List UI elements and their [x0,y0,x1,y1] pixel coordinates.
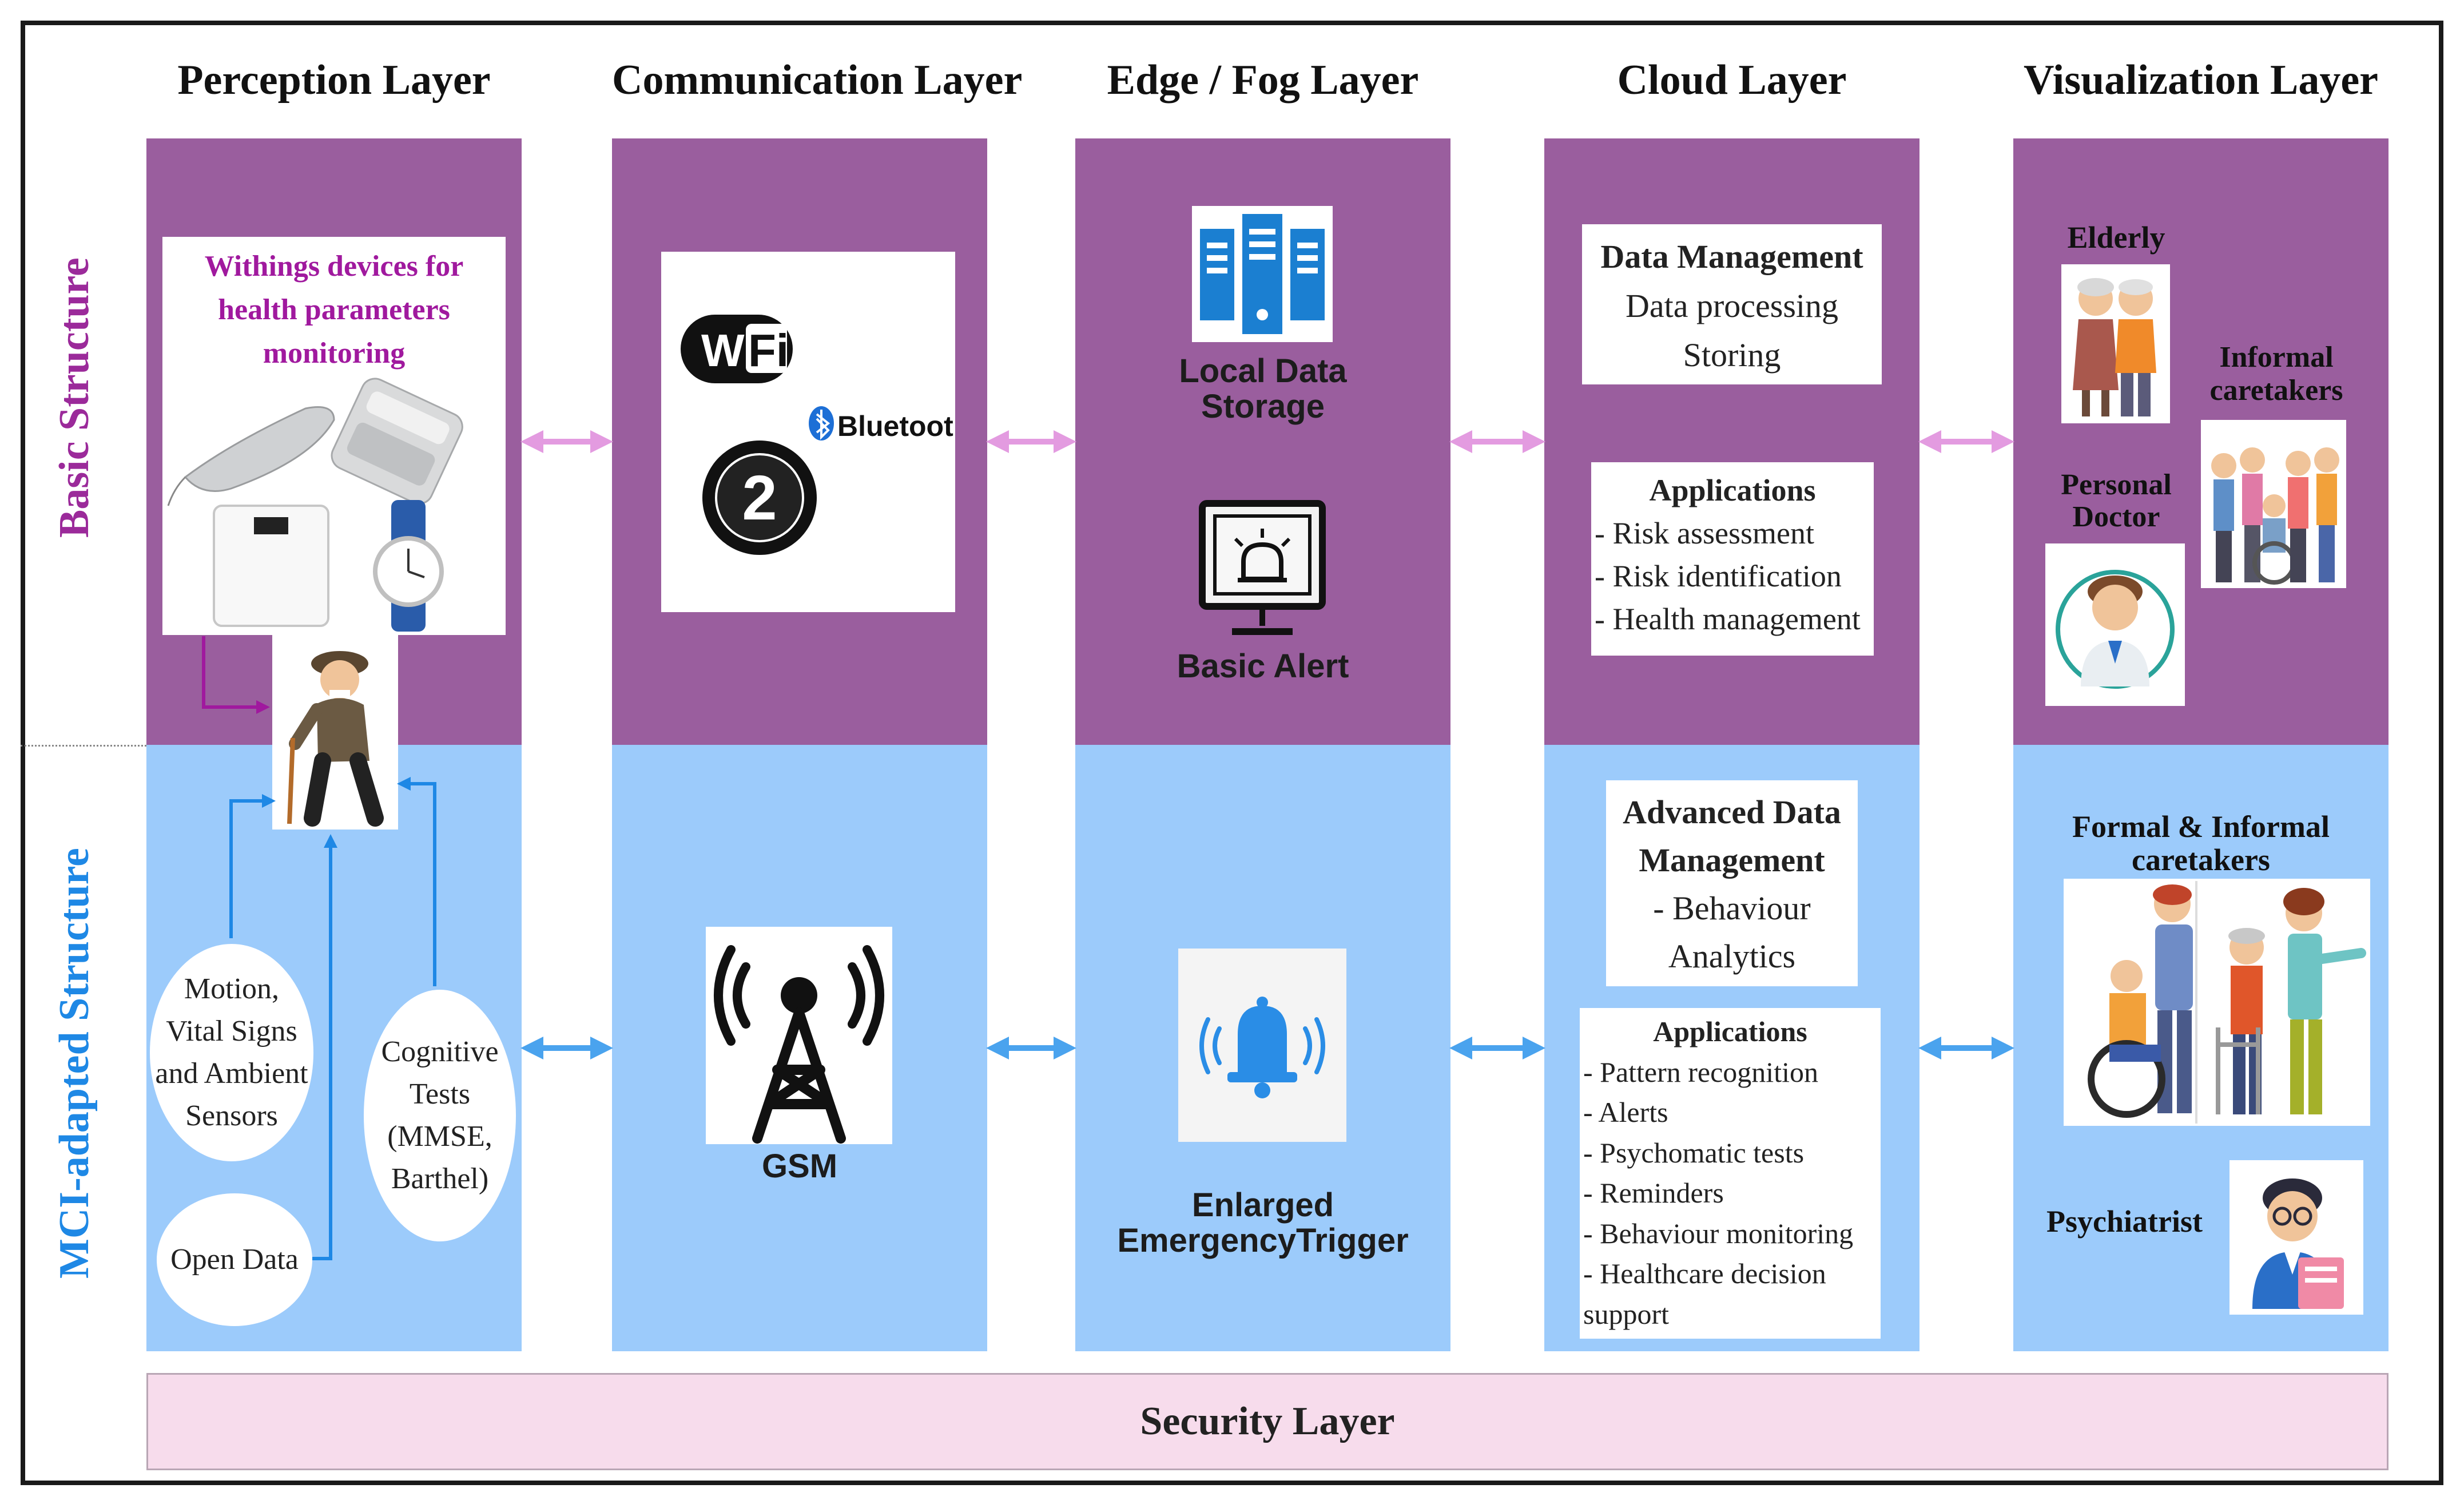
formal-caretakers-box [2064,879,2370,1126]
emergency-trigger-box [1178,949,1346,1142]
formal-informal-caretakers-label: Formal & Informal caretakers [2072,809,2330,877]
elderly-label: Elderly [2067,220,2165,255]
mci-structure-label: MCI-adapted Structure [51,848,98,1279]
elderly-man-figure [272,635,398,830]
smartwatch-icon [373,500,444,632]
sensors-oval: Motion, Vital Signs and Ambient Sensors [150,944,313,1161]
oauth-icon: 2 [702,441,817,555]
layer-title-perception: Perception Layer [177,57,491,104]
gsm-label: GSM [761,1148,838,1185]
wifi-bluetooth-oauth-icons: Wi Fi Bluetooth 2 [681,315,971,555]
basic-alert-label: Basic Alert [1177,648,1349,685]
section-divider [21,745,146,747]
layer-title-cloud: Cloud Layer [1617,57,1847,104]
bluetooth-icon: Bluetooth [809,406,971,442]
basic-applications-box: Applications - Risk assessment - Risk id… [1591,462,1874,656]
bp-cuff-icon [331,378,463,505]
svg-text:Fi: Fi [748,325,789,376]
server-icon [1200,214,1325,334]
server-box [1192,206,1333,342]
basic-structure-label: Basic Structure [51,257,98,538]
caretakers-with-patients-icon [2088,881,2366,1124]
cognitive-tests-oval: Cognitive Tests (MMSE, Barthel) [364,990,516,1241]
data-management-box: Data Management Data processing Storing [1582,224,1882,384]
layer-title-communication: Communication Layer [612,57,1023,104]
withings-caption: Withings devices for health parameters m… [204,250,464,370]
advanced-data-management-box: Advanced Data Management - Behaviour Ana… [1606,780,1858,986]
withings-devices-box: Withings devices for health parameters m… [162,237,506,635]
layer-title-edge-fog: Edge / Fog Layer [1107,57,1419,104]
gsm-tower-icon [714,945,884,1144]
elderly-couple-icon [2073,278,2156,416]
personal-doctor-label: Personal Doctor [2061,469,2172,533]
alarm-bell-icon [1199,997,1325,1098]
family-caretakers-icon [2211,447,2339,585]
doctor-icon [2056,570,2175,689]
sleep-sensor-icon [167,406,335,506]
emergency-trigger-label: Enlarged EmergencyTrigger [1117,1186,1409,1259]
svg-text:Bluetooth: Bluetooth [837,410,955,442]
psychiatrist-icon [2252,1178,2344,1309]
informal-caretakers-label: Informal caretakers [2209,341,2343,407]
layer-title-visualization: Visualization Layer [2023,57,2379,104]
elderly-man-icon [287,651,384,827]
personal-doctor-box [2045,543,2185,706]
local-storage-label: Local Data Storage [1179,352,1347,425]
elderly-couple-box [2061,264,2170,423]
psychiatrist-label: Psychiatrist [2046,1204,2203,1239]
advanced-applications-box: Applications - Pattern recognition - Ale… [1580,1008,1881,1339]
basic-alert-icon [1199,500,1326,635]
gsm-tower-box [706,927,892,1144]
wifi-icon: Wi Fi [681,315,793,383]
withings-devices-icon [167,378,463,632]
security-layer-bar: Security Layer [146,1373,2389,1470]
open-data-oval: Open Data [157,1193,312,1326]
psychiatrist-box [2229,1160,2363,1315]
svg-text:2: 2 [742,463,777,533]
informal-caretakers-box [2201,420,2346,588]
protocols-box: Wi Fi Bluetooth 2 [661,252,971,612]
scale-icon [213,505,329,627]
